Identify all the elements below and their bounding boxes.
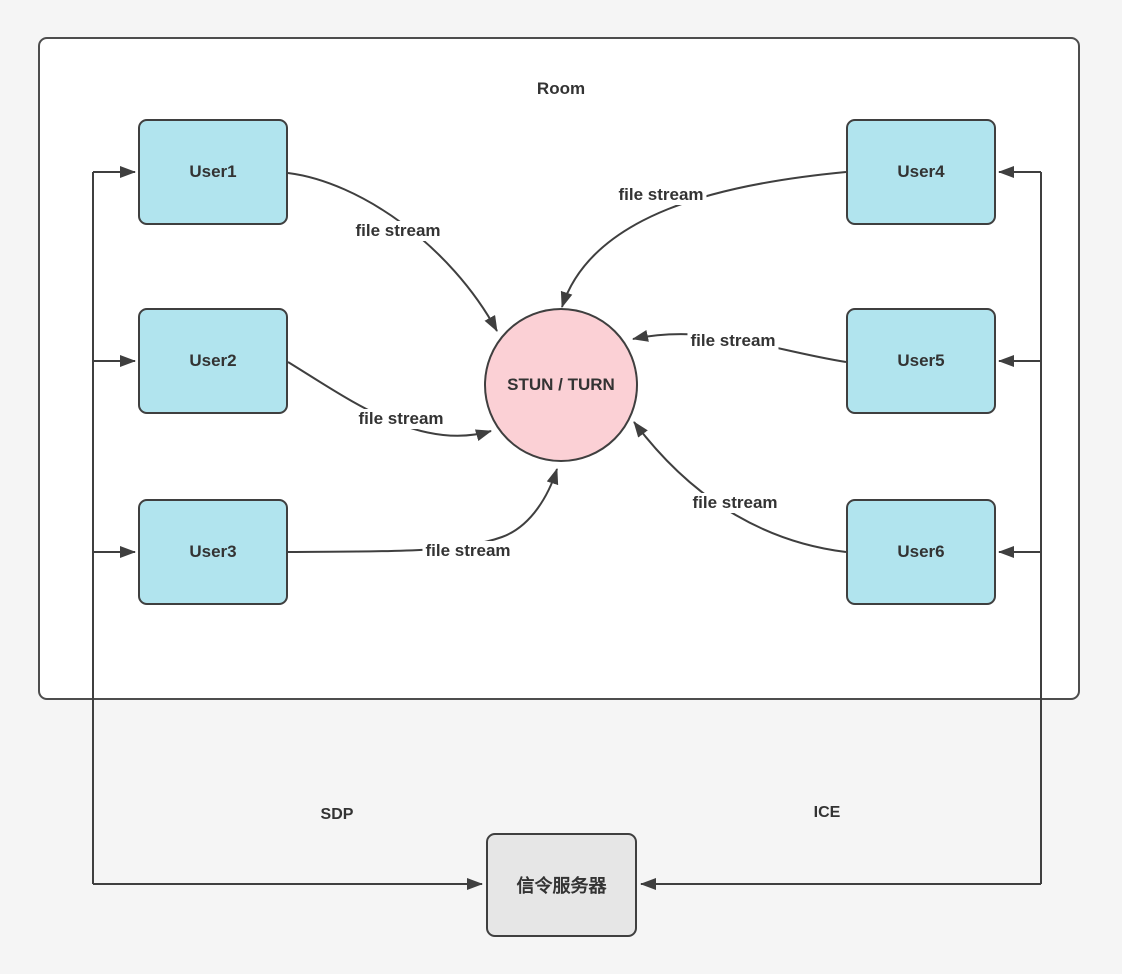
edge-label-file-stream-user5: file stream: [687, 331, 779, 351]
edge-label-file-stream-user2: file stream: [355, 409, 447, 429]
node-user4: User4: [846, 119, 996, 225]
node-stun-turn-label: STUN / TURN: [507, 375, 615, 394]
node-user4-label: User4: [897, 162, 945, 181]
node-user6: User6: [846, 499, 996, 605]
node-user3: User3: [138, 499, 288, 605]
edge-label-sdp: SDP: [320, 806, 354, 823]
edge-label-file-stream-user4: file stream: [615, 185, 707, 205]
node-user2: User2: [138, 308, 288, 414]
node-user1-label: User1: [189, 162, 237, 181]
edge-label-file-stream-user3: file stream: [422, 541, 514, 561]
node-signaling-server-label: 信令服务器: [516, 876, 607, 896]
node-user5: User5: [846, 308, 996, 414]
edge-user1-stun: [287, 172, 498, 332]
node-signaling-server: 信令服务器: [486, 833, 637, 937]
edge-label-file-stream-user1: file stream: [352, 221, 444, 241]
node-user2-label: User2: [189, 351, 237, 370]
node-user3-label: User3: [189, 542, 237, 561]
node-user5-label: User5: [897, 351, 945, 370]
edge-user3-stun: [287, 468, 559, 553]
edge-label-file-stream-user6: file stream: [689, 493, 781, 513]
room-label: Room: [536, 79, 586, 98]
node-stun-turn: STUN / TURN: [484, 308, 638, 462]
edge-label-ice: ICE: [813, 804, 841, 821]
node-user1: User1: [138, 119, 288, 225]
edge-user4-stun: [560, 171, 847, 308]
node-user6-label: User6: [897, 542, 945, 561]
edge-user6-stun: [633, 421, 847, 553]
